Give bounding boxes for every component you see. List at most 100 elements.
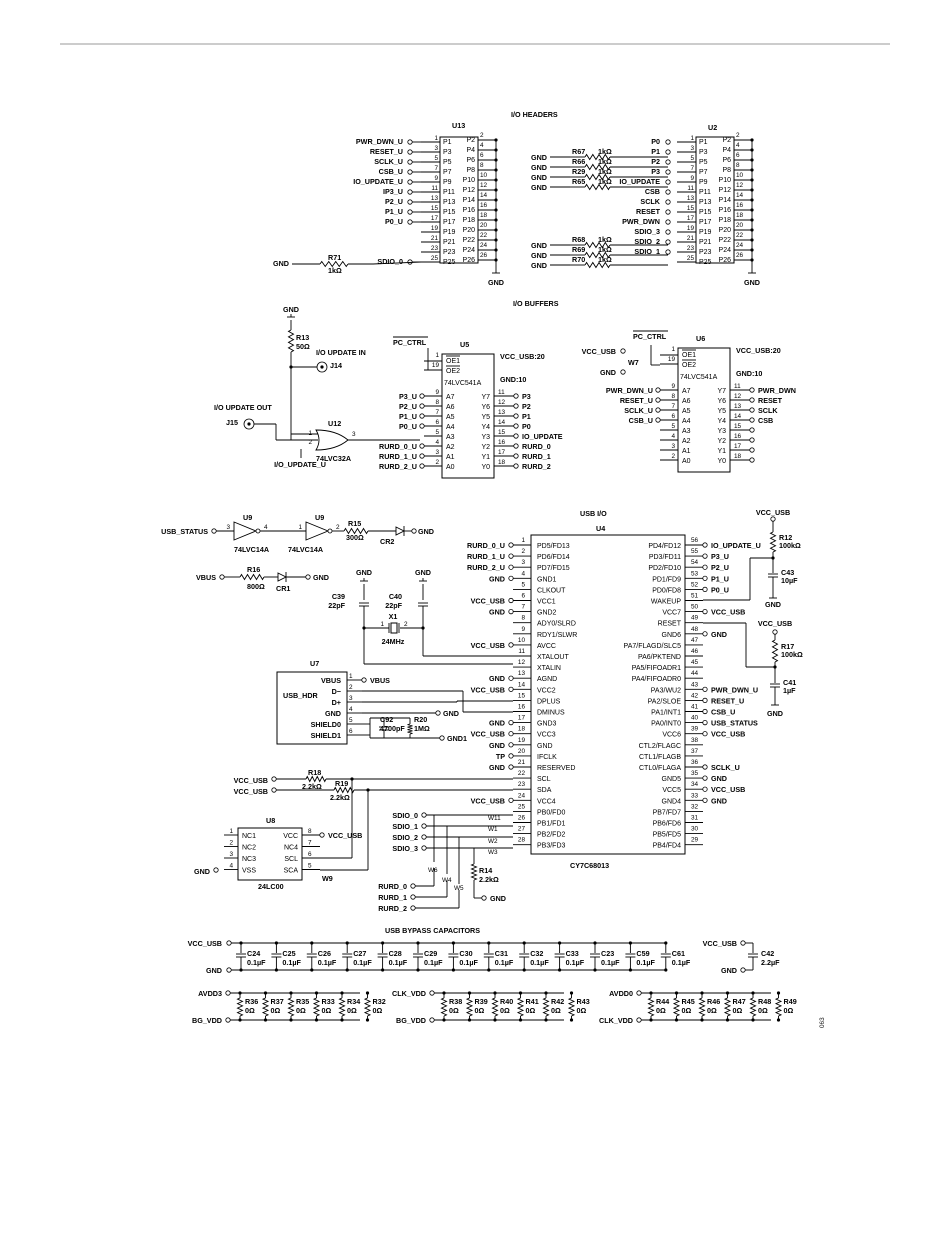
u13-pin-num: 12 [480, 182, 488, 189]
u4-pin-name: VCC1 [537, 599, 556, 606]
res-group-bot: BG_VDD [192, 1016, 222, 1025]
u4-pin-name: GND [537, 743, 553, 750]
u4-pin-num: 37 [691, 748, 699, 755]
c40-val: 22pF [385, 601, 402, 610]
u13-net-label: SDIO_0 [377, 257, 403, 266]
cr1-led [277, 572, 288, 582]
r14-gnd-connector [481, 895, 487, 901]
u4-pin-name: DMINUS [537, 710, 565, 717]
r15-ref: R15 [348, 519, 361, 528]
res-resistor [516, 997, 525, 1017]
u2-net-label: SDIO_3 [634, 227, 660, 236]
res-resistor [312, 997, 321, 1017]
u2-net-label: PWR_DWN [622, 217, 660, 226]
u4-pin-name: SCL [537, 776, 551, 783]
u4-pin-num: 6 [521, 593, 525, 600]
cr1-gnd: GND [313, 573, 329, 582]
u5-connector [419, 463, 425, 469]
res-ref: R43 [577, 997, 590, 1006]
u13-pin-name: P14 [463, 197, 476, 204]
u4-pin-num: 25 [518, 803, 526, 810]
u2-res-gnd: GND [531, 241, 547, 250]
r17-ref: R17 [781, 642, 794, 651]
u13-pin-num: 23 [431, 245, 439, 252]
u4-connector [702, 719, 708, 726]
u4-pin-name: PA1/INT1 [651, 710, 681, 717]
u2-net-label: SCLK [640, 197, 660, 206]
u4-net-label: VCC_USB [471, 730, 505, 739]
res-ref: R47 [733, 997, 746, 1006]
u4-connector [702, 631, 708, 637]
u4-net-label: GND [711, 774, 727, 783]
u5-oe1: OE1 [446, 358, 460, 365]
u4-pin-name: RESERVED [537, 765, 575, 772]
u7-pin-name: D+ [332, 698, 341, 707]
c43-gnd: GND [765, 600, 781, 609]
u4-pin-num: 23 [518, 781, 526, 788]
u2-pin-name: P25 [699, 259, 712, 266]
u2-pin-num: 10 [736, 172, 744, 179]
u4-pin-num: 19 [518, 737, 526, 744]
cr2-ref: CR2 [380, 537, 394, 546]
u4-pin-num: 13 [518, 670, 526, 677]
u5-out-label: RURD_2 [522, 462, 551, 471]
r17-resistor [771, 639, 779, 663]
bypass-cap-ref: C30 [459, 949, 472, 958]
u6-pin-name: A0 [682, 458, 691, 465]
u6-pin-num: 5 [671, 423, 675, 430]
u5-pin-name: Y5 [481, 414, 490, 421]
u2-res-gnd: GND [531, 153, 547, 162]
res-resistor [647, 997, 655, 1017]
u4-net-label: GND [489, 574, 505, 583]
r19-ref: R19 [335, 779, 348, 788]
u13-gnd-label: GND [488, 278, 504, 287]
u13-pin-name: P10 [463, 177, 476, 184]
u5-pin-num: 19 [432, 362, 440, 369]
u2-pin-num: 16 [736, 202, 744, 209]
res-val: 0Ω [656, 1006, 666, 1015]
u7-gnd-net: GND [443, 709, 459, 718]
r18-resistor [305, 775, 327, 783]
u13-pin-num: 26 [480, 252, 488, 259]
u13-pin-name: P26 [463, 257, 476, 264]
res-resistor [261, 997, 270, 1017]
res-val: 0Ω [551, 1006, 561, 1015]
u2-pin-name: P5 [699, 159, 708, 166]
u4-pin-num: 17 [518, 715, 526, 722]
u2-pin-num: 7 [690, 165, 694, 172]
c42-gnd-connector [740, 967, 746, 973]
vbus-connector [219, 574, 225, 580]
u4-pin-name: PB4/FD4 [653, 843, 682, 850]
u2-pin-num: 26 [736, 252, 744, 259]
u13-pin-name: P12 [463, 187, 476, 194]
r18-vcc: VCC_USB [234, 776, 268, 785]
u5-out-label: P1 [522, 412, 531, 421]
u13-net-label: RESET_U [370, 147, 403, 156]
u5-gnd: GND:10 [500, 375, 526, 384]
u2-gnd-label: GND [744, 278, 760, 287]
u9-bubble [255, 528, 261, 534]
u5-pin-num: 15 [498, 429, 506, 436]
u4-pin-num: 5 [521, 581, 525, 588]
u6-pin-name: Y6 [717, 398, 726, 405]
c39-ref: C39 [332, 592, 345, 601]
sdio-label: SDIO_0 [392, 811, 418, 820]
r18-ref: R18 [308, 768, 321, 777]
u2-net-label: P0 [651, 137, 660, 146]
u4-pin-num: 18 [518, 726, 526, 733]
u4-connector [702, 564, 708, 570]
u4-pin-name: VCC5 [662, 787, 681, 794]
section-title-io-headers: I/O HEADERS [511, 110, 558, 119]
u4-net-label: P3_U [711, 552, 729, 561]
u6-oe1: OE1 [682, 352, 696, 359]
u8-pin-name: SCA [284, 868, 299, 875]
u4-pin-num: 3 [521, 559, 525, 566]
bypass-cap-val: 0.1µF [566, 958, 585, 967]
u4-pin-num: 51 [691, 593, 699, 600]
u2-net-label: IO_UPDATE [619, 177, 660, 186]
u2-pin-num: 15 [687, 205, 695, 212]
u4-pin-num: 52 [691, 581, 699, 588]
u6-connector [749, 447, 755, 453]
u7-vbus-connector [361, 677, 367, 683]
res-group-connector [636, 990, 642, 996]
